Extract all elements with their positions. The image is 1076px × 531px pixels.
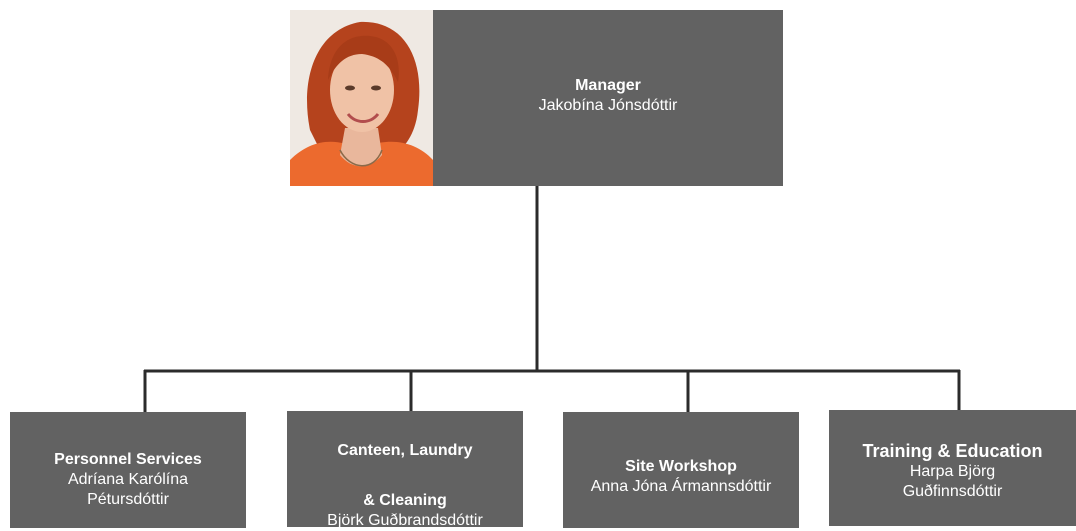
manager-name: Jakobína Jónsdóttir [538, 97, 678, 114]
department-role-line2: & Cleaning [363, 492, 447, 509]
department-box-personnel-services: Personnel Services Adríana Karólína Pétu… [10, 412, 246, 528]
department-role: Canteen, Laundry [337, 442, 473, 459]
department-role: Personnel Services [54, 451, 202, 468]
department-head-name-line2: Guðfinnsdóttir [902, 483, 1003, 500]
department-head-name-line2: Pétursdóttir [87, 491, 169, 508]
manager-box: Manager Jakobína Jónsdóttir [433, 10, 783, 186]
manager-role: Manager [575, 77, 641, 94]
department-head-name: Adríana Karólína [67, 471, 189, 488]
department-role: Training & Education [862, 441, 1043, 461]
manager-photo [290, 10, 433, 186]
department-head-name: Harpa Björg [909, 463, 996, 480]
department-box-canteen-laundry-cleaning: Canteen, Laundry & Cleaning Björk Guðbra… [287, 411, 523, 529]
department-head-name: Anna Jóna Ármannsdóttir [590, 478, 772, 495]
department-head-name: Björk Guðbrandsdóttir [327, 512, 483, 529]
department-box-site-workshop: Site Workshop Anna Jóna Ármannsdóttir [563, 412, 799, 528]
manager-portrait-image [290, 10, 433, 186]
department-role: Site Workshop [625, 458, 737, 475]
department-box-training-education: Training & Education Harpa Björg Guðfinn… [829, 410, 1076, 526]
